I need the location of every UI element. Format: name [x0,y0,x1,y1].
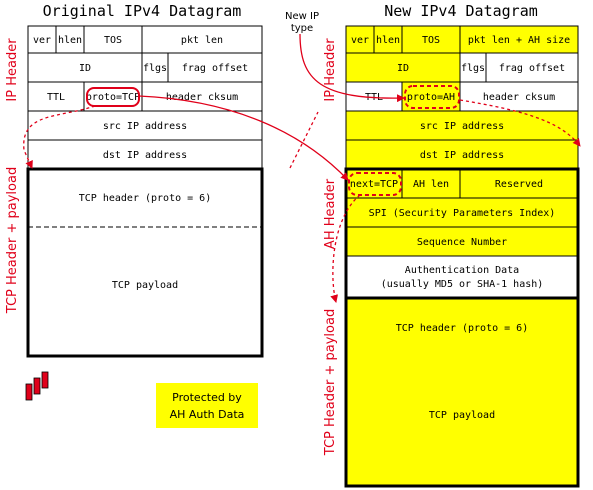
left-tcp-label: TCP Header + payload [5,167,20,314]
new-proto-highlight [404,85,460,109]
logo-bar-1 [25,383,33,401]
arrow-new-right-dashed [459,99,581,147]
new-seq: Sequence Number [417,237,507,248]
orig-hlen: hlen [58,35,82,46]
new-ah-len: AH len [413,179,449,190]
new-flgs-cell [459,52,487,83]
new-tos: TOS [422,35,440,46]
legend-line1: Protected by [172,391,242,404]
left-ip-header-label: IP Header [5,38,20,102]
arrow-next-to-tcp [330,194,361,303]
legend-line2: AH Auth Data [170,408,245,421]
new-tcp-block [344,296,580,488]
new-ip-type-label-line1: New IP [285,11,319,22]
new-src: src IP address [420,121,504,132]
new-proto: proto=AH [407,92,455,103]
arrow-proto-to-next [138,95,349,181]
orig-frag-offset: frag offset [182,63,248,74]
right-tcp-label: TCP Header + payload [323,309,338,456]
new-header-cksum: header cksum [483,92,555,103]
new-next-header: next=TCP [350,179,398,190]
new-auth-line1: Authentication Data [405,265,519,276]
new-frag-offset: frag offset [499,63,565,74]
title-original: Original IPv4 Datagram [43,2,242,20]
new-row1 [345,25,579,54]
orig-ttl: TTL [47,92,65,103]
new-spi: SPI (Security Parameters Index) [369,208,556,219]
new-hlen: hlen [376,35,400,46]
new-pkt-len: pkt len + AH size [468,35,570,46]
new-reserved: Reserved [495,179,543,190]
orig-id: ID [79,63,91,74]
new-row3 [345,81,579,112]
logo-mark [25,371,49,401]
orig-ver: ver [33,35,51,46]
new-datagram [344,25,580,488]
new-tcp-payload: TCP payload [429,410,495,421]
new-ip-type-label-line2: type [291,23,313,34]
logo-bar-3 [41,371,49,389]
orig-pkt-len: pkt len [181,35,223,46]
logo-bar-2 [33,377,41,395]
new-dst-row [345,139,579,170]
orig-proto-highlight [86,87,140,107]
orig-dst: dst IP address [103,150,187,161]
title-new: New IPv4 Datagram [384,2,538,20]
new-auth-line2: (usually MD5 or SHA-1 hash) [381,279,544,290]
new-tcp-header: TCP header (proto = 6) [396,323,528,334]
orig-tcp-payload: TCP payload [112,280,178,291]
orig-tcp-header: TCP header (proto = 6) [79,193,211,204]
arrow-orig-dashed [23,105,96,169]
new-ah-row1 [345,168,579,199]
orig-header-cksum: header cksum [166,92,238,103]
original-datagram [26,25,264,358]
orig-flgs: flgs [143,63,167,74]
right-ip-header-label: IP Header [323,38,338,102]
right-ah-header-label: AH Header [323,178,338,249]
new-auth-row [345,255,579,299]
new-dst: dst IP address [420,150,504,161]
new-ver: ver [351,35,369,46]
new-id: ID [397,63,409,74]
arrow-new-ip-type [299,33,405,103]
new-src-row [345,110,579,141]
orig-tcp-block [26,167,264,358]
orig-tos: TOS [104,35,122,46]
orig-proto: proto=TCP [86,92,140,103]
orig-src: src IP address [103,121,187,132]
legend-box [156,383,258,428]
new-flgs: flgs [461,63,485,74]
new-frag-cell [485,52,579,83]
arrow-dashed-cross [289,111,319,169]
new-next-highlight [348,172,402,196]
